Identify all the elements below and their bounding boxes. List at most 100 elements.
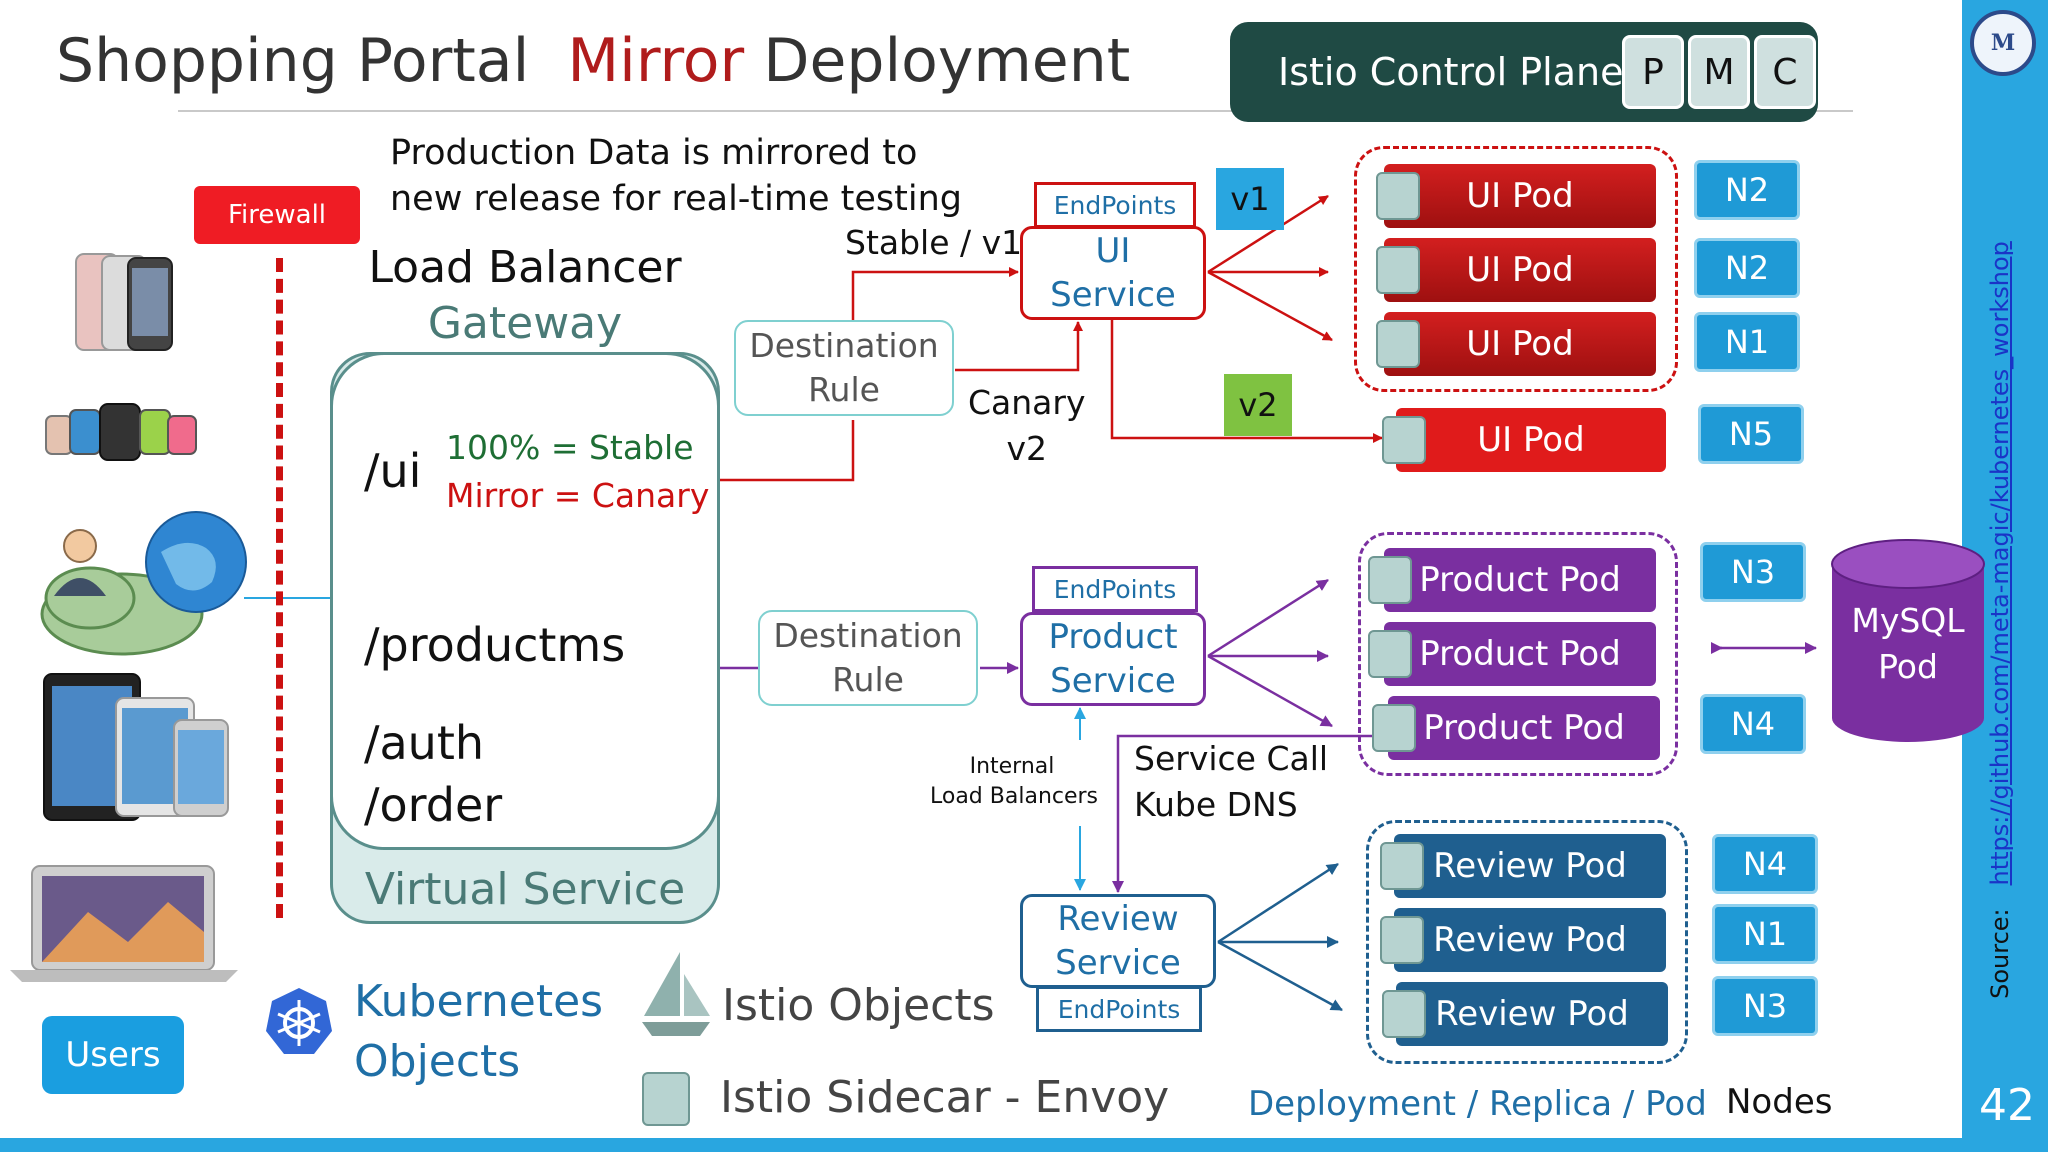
- product-destination-rule-line-2: Rule: [832, 660, 904, 699]
- istio-sail-icon: [642, 952, 710, 1036]
- page-title: Shopping Portal Mirror Deployment: [56, 26, 1130, 96]
- node-badge: N5: [1698, 404, 1804, 464]
- node-badge: N4: [1712, 834, 1818, 894]
- review-pod-1: Review Pod: [1394, 834, 1666, 898]
- mysql-pod-label: MySQL Pod: [1828, 598, 1988, 690]
- ui-pod-3: UI Pod: [1384, 312, 1656, 376]
- review-route-lines: [1217, 862, 1343, 1012]
- ui-pod-canary: UI Pod: [1396, 408, 1666, 472]
- sidecar-icon: [1376, 320, 1420, 368]
- firewall-badge: Firewall: [194, 186, 360, 244]
- canary-label: Canary v2: [968, 380, 1086, 472]
- internal-lb-line-2: Load Balancers: [930, 784, 1099, 809]
- laptop-icon: [10, 865, 238, 982]
- ui-pod-2: UI Pod: [1384, 238, 1656, 302]
- product-service-line-1: Product: [1048, 617, 1178, 657]
- service-call-line-1: Service Call: [1134, 739, 1329, 778]
- node-badge: N1: [1694, 312, 1800, 372]
- smartphones-icon: [75, 253, 173, 351]
- node-badge: N2: [1694, 160, 1800, 220]
- sidecar-icon: [1376, 246, 1420, 294]
- node-badge: N2: [1694, 238, 1800, 298]
- ui-service-line-1: UI: [1095, 231, 1131, 271]
- sidecar-icon: [1380, 842, 1424, 890]
- review-service-line-2: Service: [1055, 943, 1181, 983]
- product-pod-3: Product Pod: [1388, 696, 1660, 760]
- sidecar-icon: [1382, 416, 1426, 464]
- v1-badge: v1: [1216, 168, 1284, 230]
- gateway-title: Gateway: [427, 298, 623, 349]
- legend-sidecar-icon: [642, 1072, 690, 1126]
- mysql-cylinder: [1831, 539, 1985, 742]
- product-destination-rule-line-1: Destination: [773, 616, 963, 655]
- user-cloud-globe-icon: [40, 511, 247, 656]
- legend-kubernetes-line-2: Objects: [354, 1036, 521, 1087]
- mirror-note-line-1: Production Data is mirrored to: [390, 133, 918, 173]
- ui-destination-rule-line-1: Destination: [749, 326, 939, 365]
- node-badge: N3: [1700, 542, 1806, 602]
- v2-badge: v2: [1224, 374, 1292, 436]
- node-badge: N1: [1712, 904, 1818, 964]
- ui-route-lines: [689, 194, 1383, 485]
- canary-label-line-1: Canary: [968, 383, 1086, 422]
- mirror-note-line-2: new release for real-time testing: [390, 179, 962, 219]
- sidecar-icon: [1368, 556, 1412, 604]
- product-route-lines: [687, 578, 1817, 893]
- service-call-line-2: Kube DNS: [1134, 785, 1298, 824]
- review-service: Review Service: [1020, 894, 1216, 988]
- canary-label-line-2: v2: [1006, 429, 1048, 468]
- sidecar-icon: [1380, 916, 1424, 964]
- mysql-line-1: MySQL: [1851, 601, 1965, 640]
- page-number: 42: [1979, 1080, 2035, 1131]
- ui-destination-rule-line-2: Rule: [808, 370, 880, 409]
- title-part-1: Shopping Portal: [56, 26, 530, 96]
- gateway-box: [330, 352, 720, 850]
- sidecar-icon: [1368, 630, 1412, 678]
- mirror-note: Production Data is mirrored to new relea…: [390, 130, 962, 222]
- virtual-service-label: Virtual Service: [364, 864, 686, 915]
- product-service: Product Service: [1020, 612, 1206, 706]
- ui-service: UI Service: [1020, 226, 1206, 320]
- route-auth: /auth: [364, 716, 485, 770]
- title-part-3: Deployment: [763, 26, 1131, 96]
- product-pod-1: Product Pod: [1384, 548, 1656, 612]
- ui-pod-1: UI Pod: [1384, 164, 1656, 228]
- product-deployment: [1358, 532, 1678, 776]
- stable-v1-label: Stable / v1: [845, 223, 1023, 262]
- route-productms: /productms: [364, 618, 626, 672]
- ui-service-line-2: Service: [1050, 275, 1176, 315]
- bottom-bar: [0, 1138, 2048, 1152]
- title-divider: [178, 110, 1853, 112]
- istio-control-plane: Istio Control Plane P M C: [1230, 22, 1818, 122]
- mysql-line-2: Pod: [1878, 647, 1938, 686]
- legend-deployment: Deployment / Replica / Pod: [1248, 1084, 1707, 1124]
- review-deployment: [1366, 820, 1688, 1064]
- sidecar-icon: [1382, 990, 1426, 1038]
- ui-deployment-stable: [1354, 146, 1678, 392]
- title-part-2: Mirror: [567, 26, 745, 96]
- node-badge: N3: [1712, 976, 1818, 1036]
- control-plane-label: Istio Control Plane: [1278, 50, 1624, 94]
- ui-destination-rule: Destination Rule: [734, 320, 954, 416]
- legend-kubernetes-line-1: Kubernetes: [354, 976, 604, 1027]
- tablets-icon: [43, 673, 229, 821]
- control-plane-citadel: C: [1754, 35, 1816, 109]
- legend-kubernetes: Kubernetes Objects: [354, 972, 603, 1092]
- firewall-line: [276, 258, 283, 918]
- mirror-rule: Mirror = Canary: [446, 476, 710, 515]
- product-service-endpoints: EndPoints: [1032, 566, 1198, 612]
- route-ui: /ui: [364, 444, 422, 498]
- review-service-line-1: Review: [1057, 899, 1179, 939]
- internal-lb-line-1: Internal: [969, 754, 1055, 779]
- product-service-line-2: Service: [1050, 661, 1176, 701]
- product-destination-rule: Destination Rule: [758, 610, 978, 706]
- sidecar-icon: [1376, 172, 1420, 220]
- route-order: /order: [364, 778, 503, 832]
- kubernetes-icon: [266, 988, 332, 1054]
- load-balancer-title: Load Balancer: [368, 242, 682, 293]
- review-pod-2: Review Pod: [1394, 908, 1666, 972]
- users-button[interactable]: Users: [42, 1016, 184, 1094]
- logo-letter: M: [1990, 30, 2016, 56]
- legend-istio-objects: Istio Objects: [722, 980, 995, 1031]
- service-call-label: Service Call Kube DNS: [1134, 736, 1328, 828]
